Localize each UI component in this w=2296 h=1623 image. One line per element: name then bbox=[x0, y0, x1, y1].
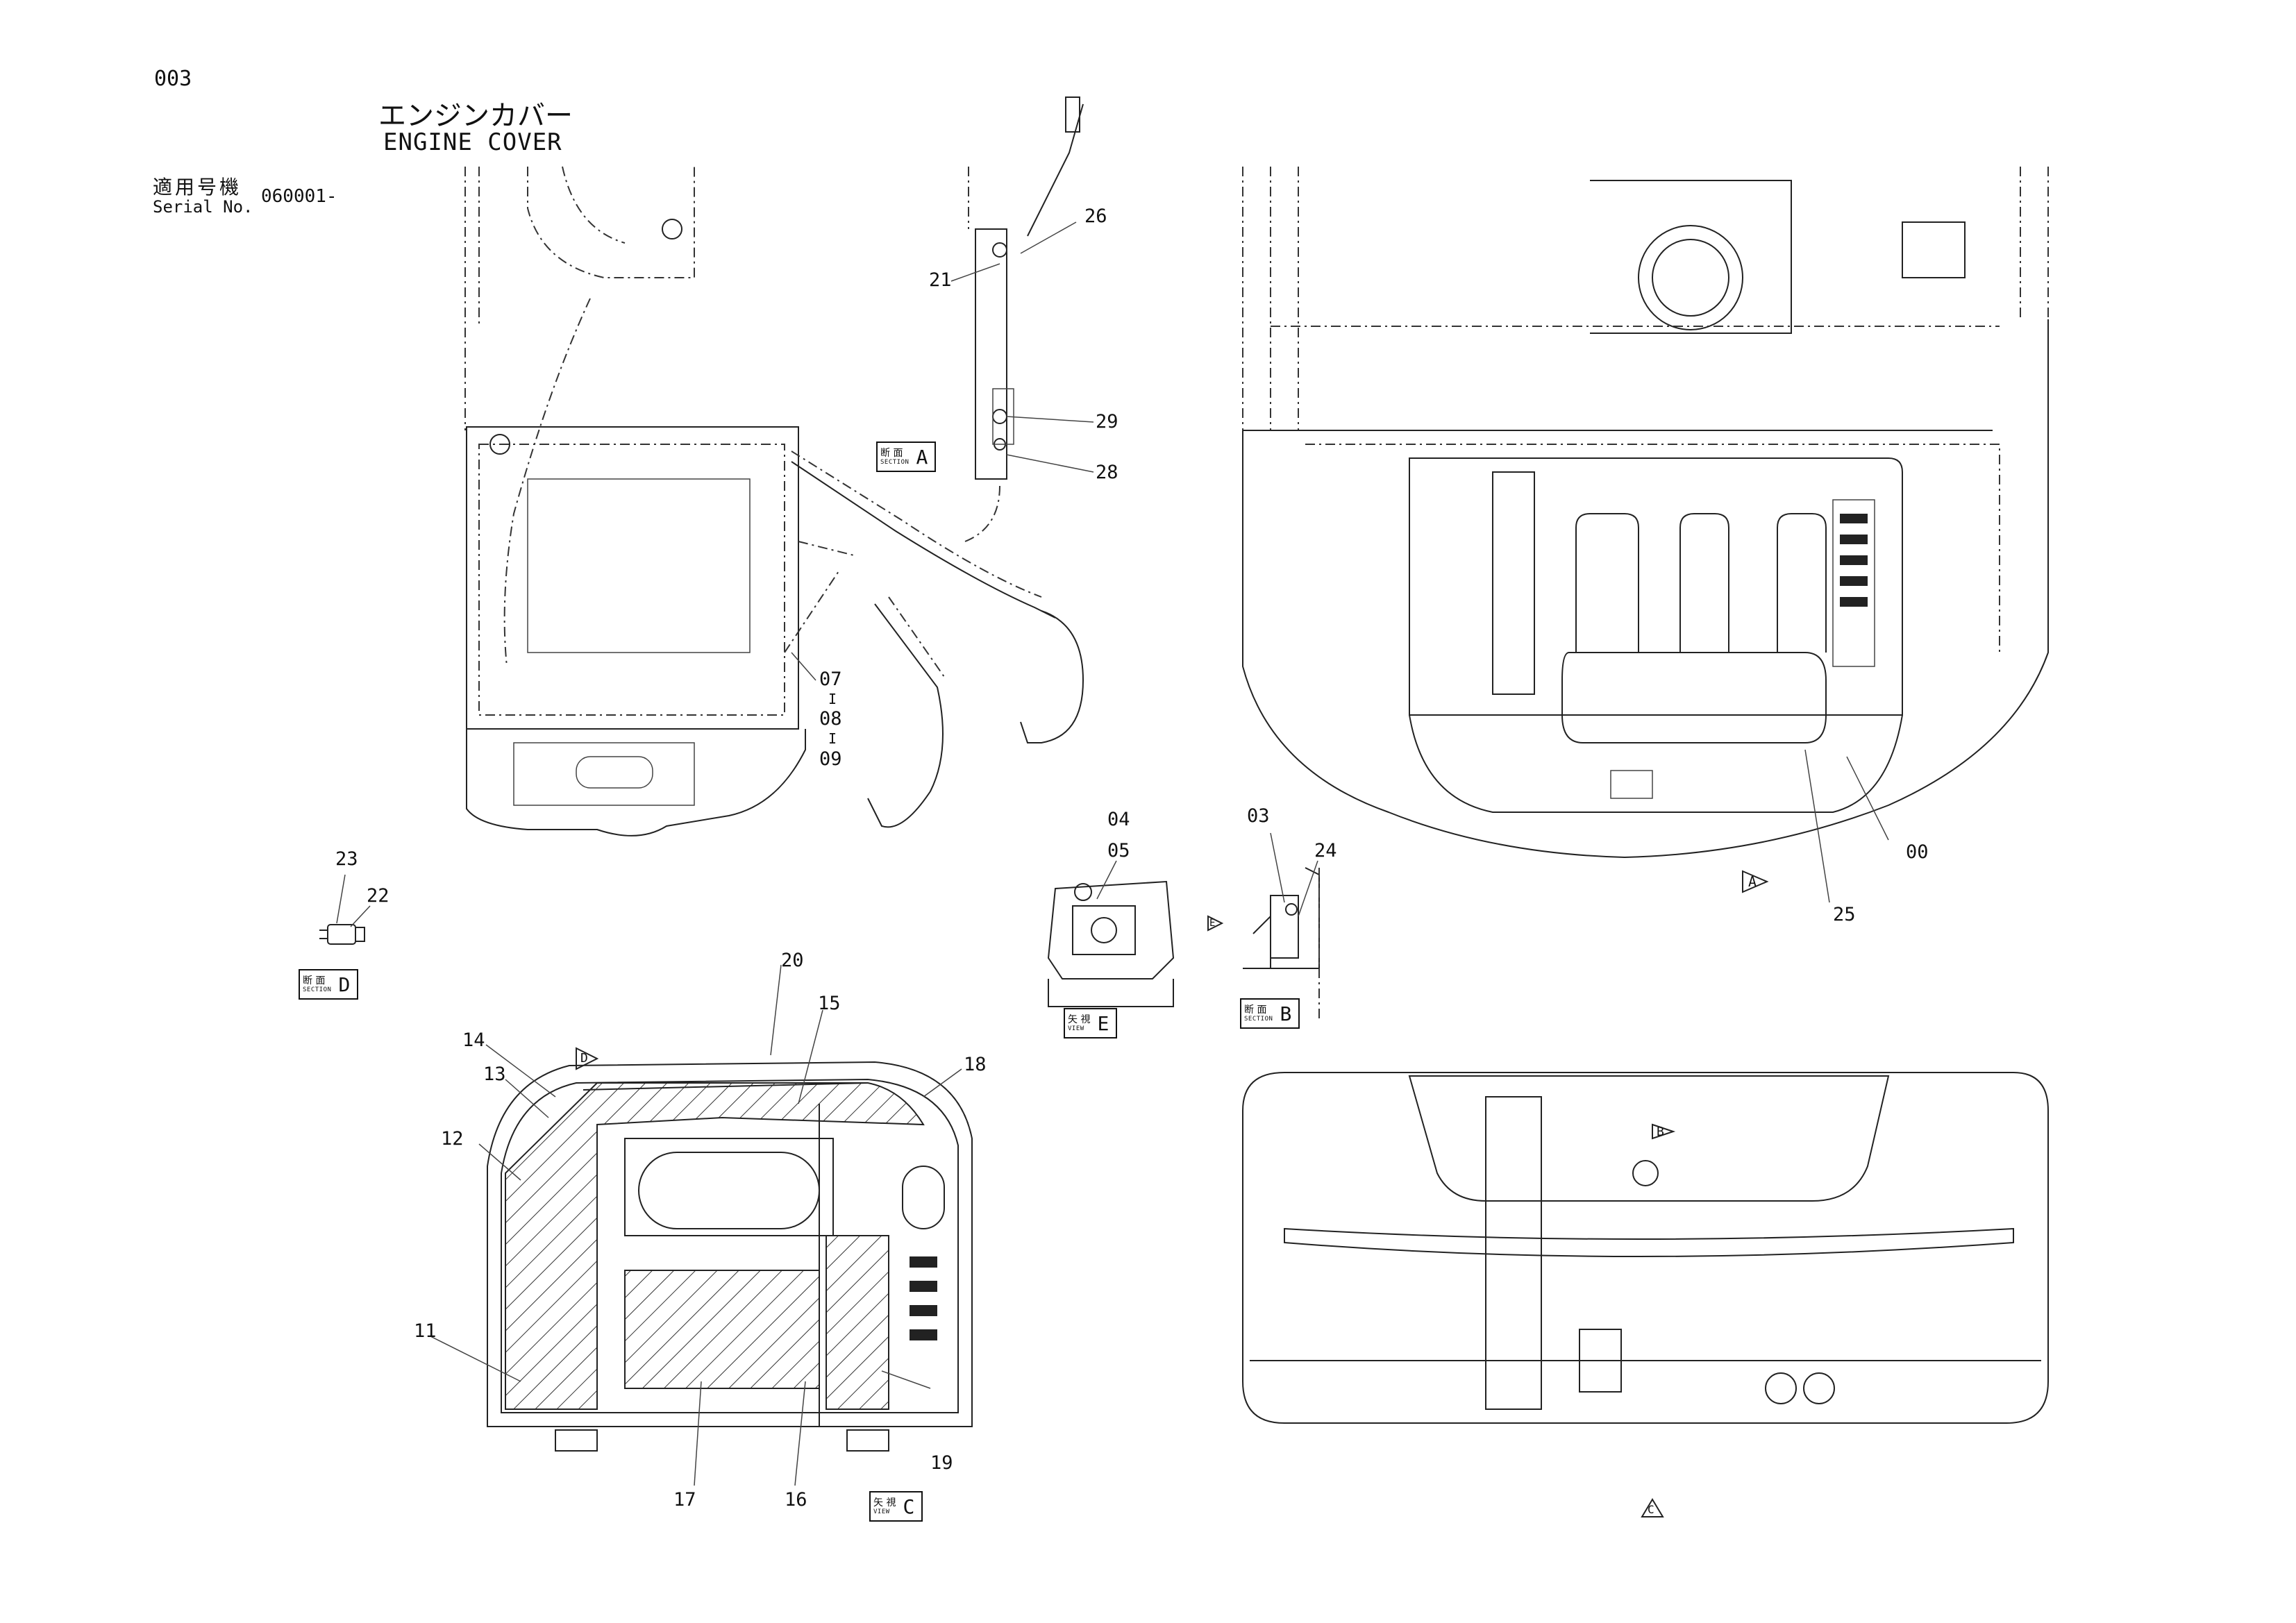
view-e-detail bbox=[1047, 880, 1175, 1007]
callout-04: 04 bbox=[1107, 809, 1130, 830]
page-number: 003 bbox=[154, 67, 192, 91]
callout-22: 22 bbox=[367, 885, 389, 907]
view-arrows bbox=[576, 870, 1769, 1517]
plan-view-drawing bbox=[1242, 167, 2049, 859]
tag-jp: 断 面 bbox=[303, 975, 326, 986]
arrow-label-d: D bbox=[580, 1051, 588, 1066]
callout-14: 14 bbox=[462, 1029, 485, 1051]
tag-letter: D bbox=[338, 973, 351, 996]
callout-13: 13 bbox=[483, 1063, 506, 1085]
tag-jp: 矢 視 bbox=[1068, 1014, 1091, 1025]
leader-lines bbox=[336, 221, 1889, 1486]
callout-09: 09 bbox=[819, 748, 842, 770]
tag-jp: 断 面 bbox=[880, 448, 903, 459]
callout-20: 20 bbox=[781, 950, 804, 971]
callout-03: 03 bbox=[1247, 805, 1270, 827]
callout-26: 26 bbox=[1084, 205, 1107, 227]
side-view-drawing bbox=[464, 166, 1084, 836]
callout-range-dash-1: I bbox=[828, 691, 837, 707]
arrow-label-c: C bbox=[1648, 1503, 1654, 1516]
tag-en: SECTION bbox=[880, 459, 910, 466]
tag-en: VIEW bbox=[1068, 1025, 1084, 1032]
tag-en: SECTION bbox=[1244, 1016, 1273, 1023]
callout-25: 25 bbox=[1833, 904, 1856, 925]
tag-en: SECTION bbox=[303, 986, 332, 993]
tag-en: VIEW bbox=[873, 1508, 890, 1515]
callout-16: 16 bbox=[785, 1489, 807, 1511]
callout-range-dash-2: I bbox=[828, 730, 837, 747]
callout-24: 24 bbox=[1314, 840, 1337, 861]
callout-19: 19 bbox=[930, 1452, 953, 1474]
tag-letter: B bbox=[1280, 1002, 1292, 1025]
serial-label-english: Serial No. bbox=[153, 197, 253, 217]
title-english: ENGINE COVER bbox=[383, 128, 562, 156]
section-d-detail bbox=[319, 924, 365, 945]
tag-letter: C bbox=[903, 1495, 915, 1518]
callout-21: 21 bbox=[929, 269, 952, 291]
callout-18: 18 bbox=[964, 1054, 987, 1075]
callout-15: 15 bbox=[818, 993, 841, 1014]
arrow-label-a: A bbox=[1748, 873, 1757, 890]
section-a-detail bbox=[964, 96, 1084, 542]
tag-jp: 断 面 bbox=[1244, 1004, 1267, 1016]
callout-08: 08 bbox=[819, 708, 842, 730]
callout-05: 05 bbox=[1107, 840, 1130, 861]
tag-letter: E bbox=[1097, 1011, 1109, 1035]
callout-23: 23 bbox=[335, 848, 358, 870]
callout-17: 17 bbox=[673, 1489, 696, 1511]
tag-letter: A bbox=[916, 445, 928, 469]
rear-view-drawing bbox=[1242, 1072, 2049, 1424]
callout-28: 28 bbox=[1096, 462, 1118, 483]
title-japanese: エンジンカバー bbox=[378, 100, 573, 132]
arrow-label-e: E bbox=[1209, 918, 1216, 929]
callout-12: 12 bbox=[441, 1128, 464, 1150]
serial-label-japanese: 適用号機 bbox=[153, 176, 242, 199]
callout-00: 00 bbox=[1906, 841, 1929, 863]
tag-jp: 矢 視 bbox=[873, 1497, 896, 1508]
front-view-drawing bbox=[487, 1061, 973, 1452]
section-b-detail bbox=[1243, 867, 1320, 1020]
serial-number: 060001- bbox=[261, 186, 337, 207]
callout-07: 07 bbox=[819, 668, 842, 690]
callout-29: 29 bbox=[1096, 411, 1118, 432]
callout-11: 11 bbox=[414, 1320, 437, 1342]
arrow-label-b: B bbox=[1657, 1125, 1664, 1139]
